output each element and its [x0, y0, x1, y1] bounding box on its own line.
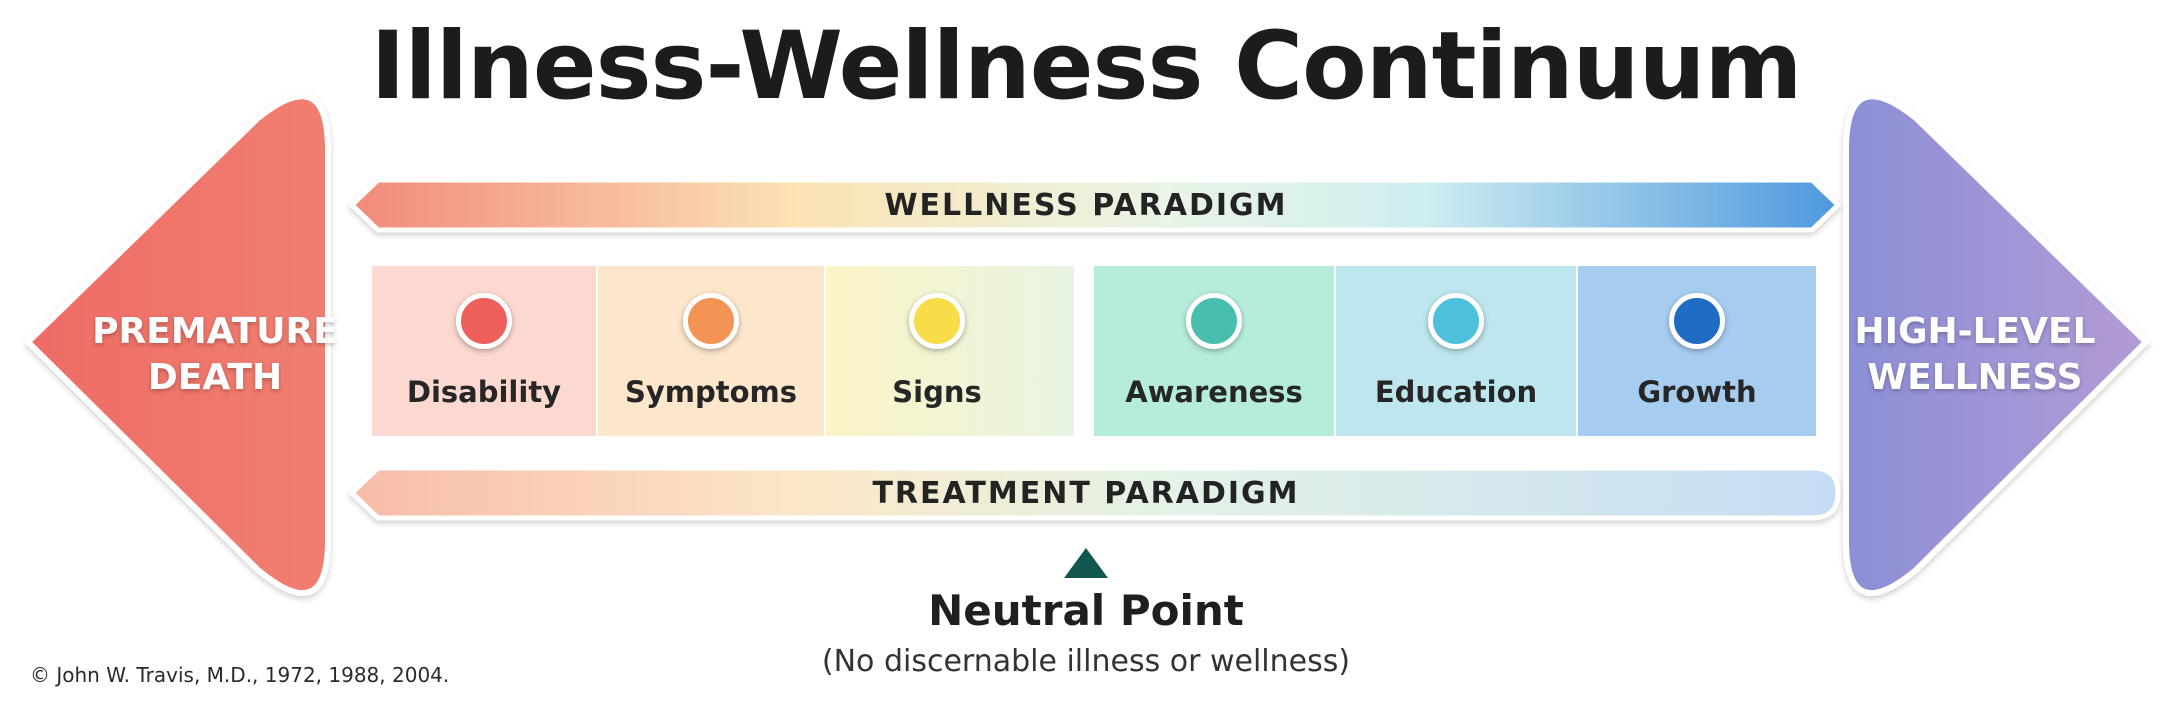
growth-dot — [1669, 293, 1725, 349]
stage-label-disability: Disability — [406, 375, 562, 409]
neutral-point-title: Neutral Point — [928, 586, 1244, 635]
high-level-wellness-label: HIGH-LEVEL WELLNESS — [1840, 309, 2110, 401]
stage-signs: Signs — [826, 266, 1048, 436]
disability-dot — [456, 293, 512, 349]
copyright-notice: © John W. Travis, M.D., 1972, 1988, 2004… — [30, 663, 450, 687]
neutral-point-marker — [1064, 548, 1108, 578]
stage-growth: Growth — [1578, 266, 1816, 436]
stage-symptoms: Symptoms — [598, 266, 824, 436]
neutral-point-subtitle: (No discernable illness or wellness) — [821, 644, 1351, 679]
symptoms-dot — [683, 293, 739, 349]
stage-label-education: Education — [1374, 375, 1538, 409]
treatment-paradigm-label: TREATMENT PARADIGM — [872, 476, 1300, 511]
premature-death-label: PREMATURE DEATH — [80, 309, 350, 401]
premature-death-line2: DEATH — [147, 357, 283, 398]
treatment-paradigm-band — [348, 465, 1841, 521]
awareness-dot — [1186, 293, 1242, 349]
stage-disability: Disability — [372, 266, 596, 436]
high-level-wellness-arrow — [1843, 93, 2151, 597]
wellness-paradigm-band — [348, 177, 1842, 233]
high-level-wellness-line2: WELLNESS — [1867, 357, 2083, 398]
page-title: Illness-Wellness Continuum — [370, 12, 1803, 121]
stage-cell-signs — [826, 266, 1074, 436]
stage-label-signs: Signs — [892, 375, 982, 409]
wellness-paradigm-label: WELLNESS PARADIGM — [884, 188, 1288, 223]
stage-awareness: Awareness — [1094, 266, 1334, 436]
education-dot — [1428, 293, 1484, 349]
stage-education: Education — [1336, 266, 1576, 436]
premature-death-line1: PREMATURE — [92, 311, 338, 352]
stage-label-growth: Growth — [1637, 375, 1757, 409]
premature-death-arrow — [23, 93, 331, 597]
signs-dot — [909, 293, 965, 349]
stage-label-symptoms: Symptoms — [624, 375, 798, 409]
stage-label-awareness: Awareness — [1125, 375, 1303, 409]
high-level-wellness-line1: HIGH-LEVEL — [1854, 311, 2096, 352]
